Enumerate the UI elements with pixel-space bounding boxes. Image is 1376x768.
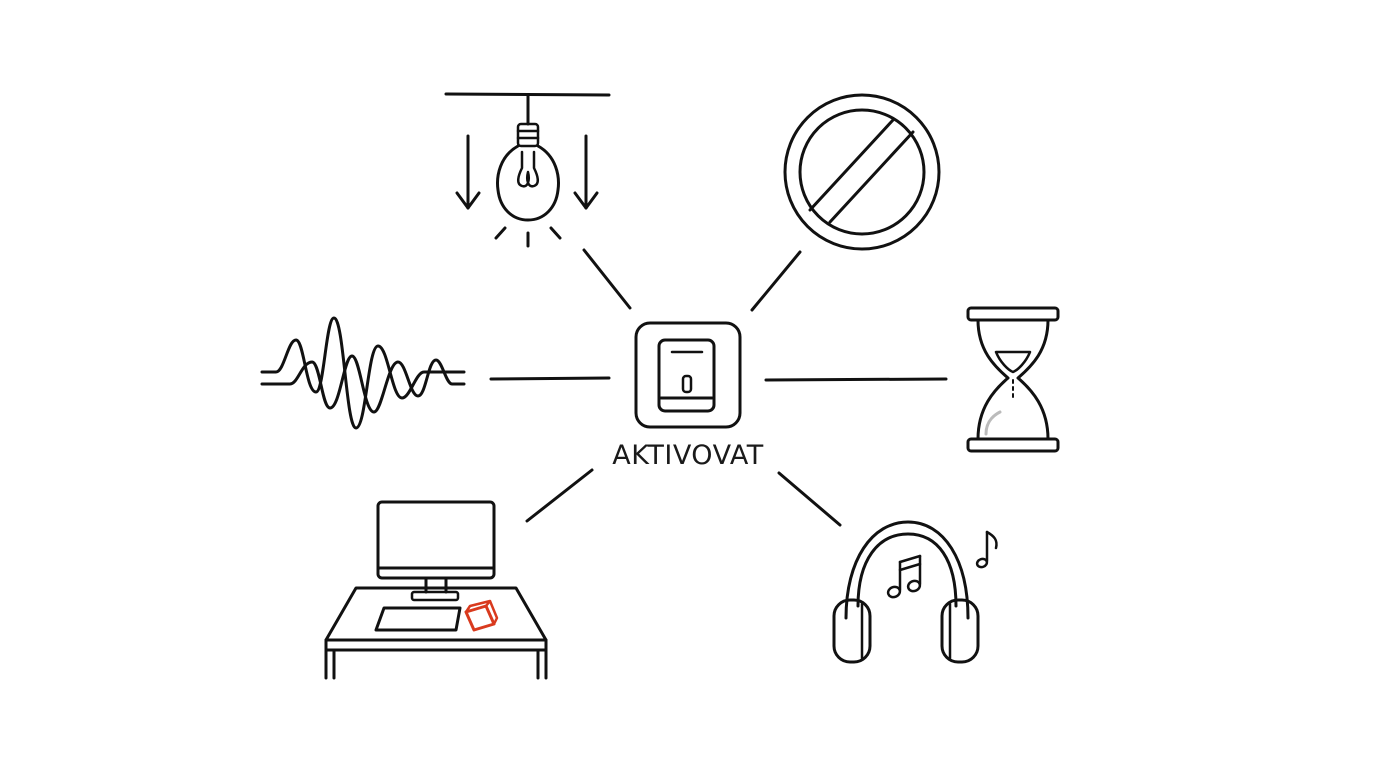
eraser-icon — [464, 599, 499, 632]
music-note-icon — [886, 554, 922, 599]
desk-computer-icon — [324, 500, 548, 680]
toggle-switch-icon — [634, 321, 742, 429]
connector-computer — [525, 468, 594, 523]
headphones-music-icon — [832, 520, 980, 664]
pendant-light-bulb-icon — [444, 92, 611, 248]
connector-light — [582, 248, 632, 310]
sound-wave-icon — [260, 316, 466, 430]
hourglass-icon — [966, 306, 1060, 453]
center-label: AKTIVOVAT — [612, 440, 764, 471]
connector-prohibited — [750, 250, 802, 312]
music-note-small-icon — [975, 530, 998, 569]
connector-headphones — [777, 471, 842, 527]
connector-hourglass — [764, 377, 948, 382]
connector-wave — [489, 376, 611, 381]
prohibited-icon — [783, 93, 941, 251]
connector-lines — [489, 248, 948, 527]
